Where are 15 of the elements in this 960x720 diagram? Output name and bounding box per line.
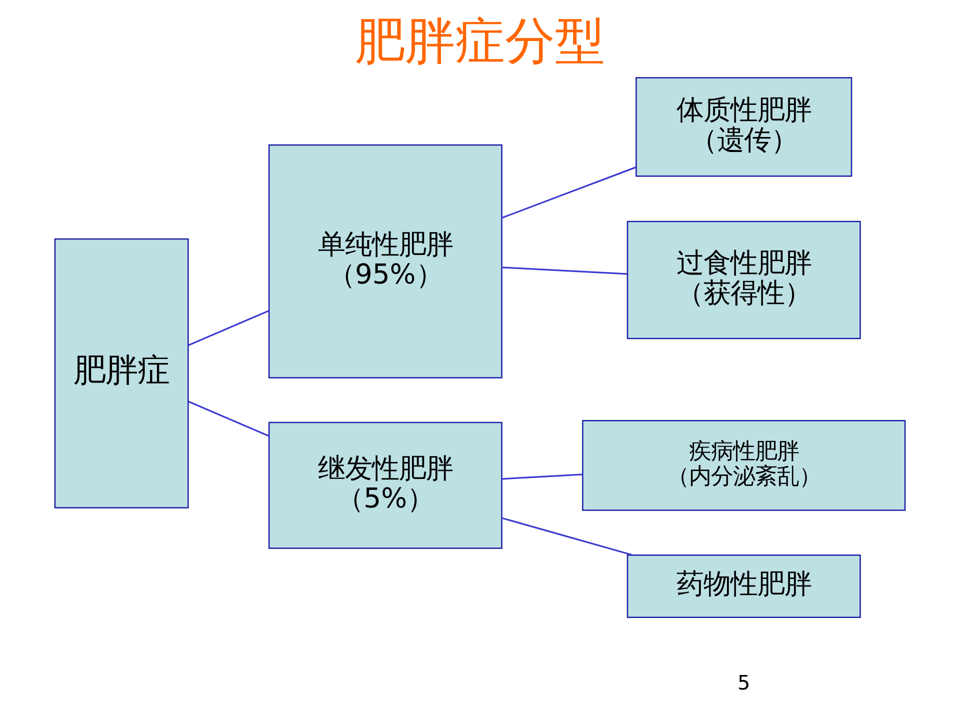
connector (502, 266, 628, 275)
diagram-title: 肥胖症分型 (355, 12, 605, 70)
node-box: 药物性肥胖 (626, 554, 861, 618)
connector (188, 400, 269, 437)
node-box: 疾病性肥胖 （内分泌紊乱） (582, 420, 906, 511)
node-box: 继发性肥胖 （5%） (268, 422, 502, 549)
connector (502, 517, 633, 556)
node-box: 过食性肥胖 （获得性） (626, 220, 861, 340)
connector (502, 474, 583, 480)
node-box: 单纯性肥胖 （95%） (268, 144, 502, 378)
connector (502, 166, 636, 218)
label: 5 (738, 671, 750, 694)
node-box: 肥胖症 (54, 238, 189, 508)
connector (188, 310, 269, 346)
node-box: 体质性肥胖 （遗传） (636, 77, 852, 177)
